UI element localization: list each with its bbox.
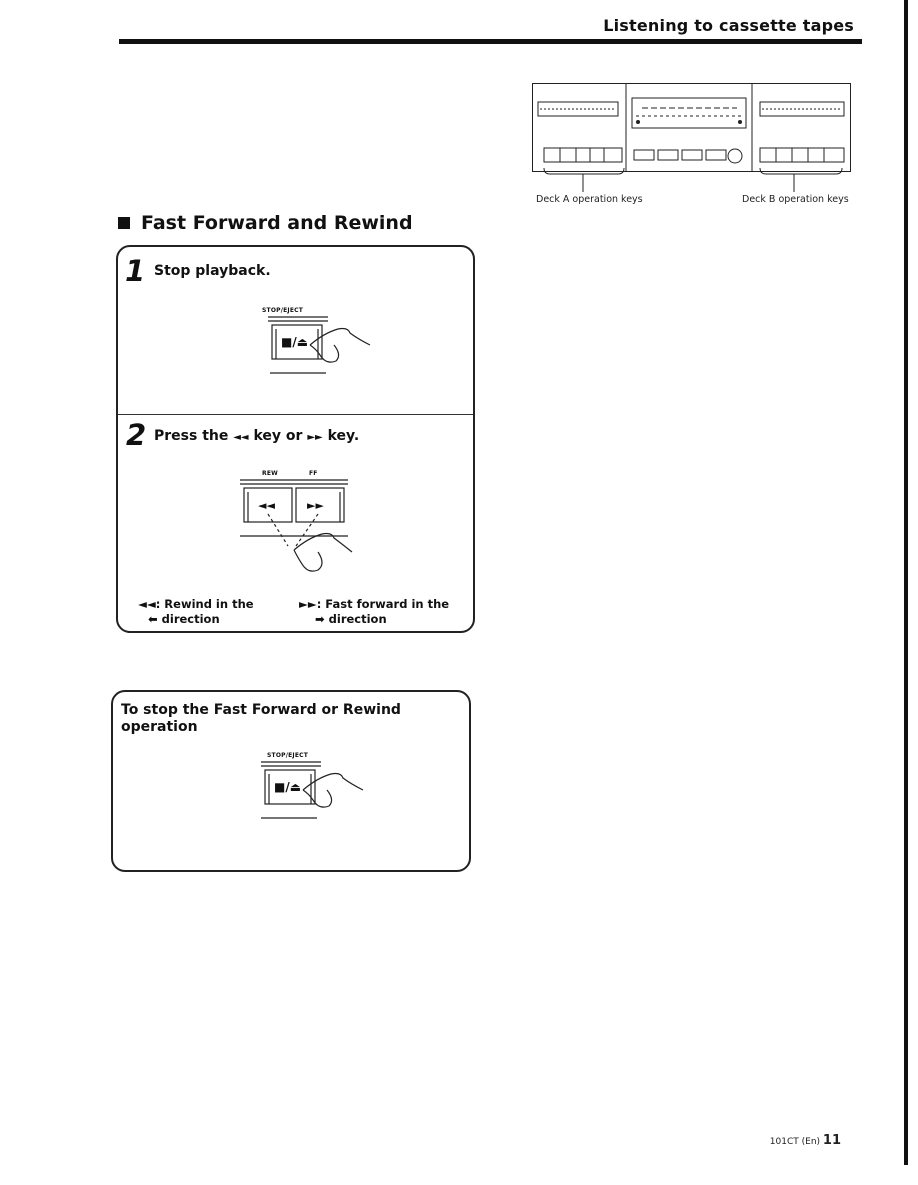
note-title: To stop the Fast Forward or Rewind opera…	[121, 702, 401, 735]
step-2-mid: key or	[253, 428, 303, 444]
stop-eject-key-illustration	[268, 316, 371, 374]
step-2-number: 2	[126, 418, 147, 452]
stop-eject-key-symbol: ■/⏏	[281, 335, 309, 349]
heading-square-bullet	[118, 217, 130, 229]
running-head: Listening to cassette tapes	[603, 16, 854, 35]
ff-caption: ►►: Fast forward in the ➡ direction	[299, 597, 449, 627]
step-1-number: 1	[125, 254, 146, 288]
rew-caption: ◄◄: Rewind in the ⬅ direction	[138, 597, 254, 627]
rew-caption-line2: ⬅ direction	[148, 612, 220, 626]
step-divider	[118, 414, 473, 415]
section-heading-text: Fast Forward and Rewind	[141, 212, 413, 234]
step-2-suffix: key.	[327, 428, 360, 444]
ff-caption-line2: ➡ direction	[315, 612, 387, 626]
steps-panel: 1 Stop playback. STOP/EJECT ■/⏏ 2 Press …	[116, 245, 475, 633]
section-heading: Fast Forward and Rewind	[118, 212, 413, 234]
note-stop-eject-key-label: STOP/EJECT	[267, 752, 309, 759]
note-stop-eject-key-illustration	[261, 761, 364, 819]
stop-operation-note-panel: To stop the Fast Forward or Rewind opera…	[111, 690, 471, 872]
page-number: 11	[822, 1133, 841, 1148]
footer-code: 101CT (En)	[769, 1137, 821, 1147]
ff-caption-line1: ►►: Fast forward in the	[299, 597, 450, 611]
step-1-instruction: Stop playback.	[154, 263, 271, 279]
page-edge-bar	[904, 0, 908, 1165]
rew-key-symbol: ◄◄	[258, 499, 275, 512]
step-2-instruction: Press the ◄◄ key or ►► key.	[154, 428, 359, 444]
deck-a-caption: Deck A operation keys	[536, 194, 643, 205]
page-footer: 101CT (En) 11	[770, 1133, 841, 1148]
rew-key-label: REW	[262, 470, 278, 477]
cassette-deck-illustration	[532, 83, 851, 192]
note-stop-eject-key-symbol: ■/⏏	[274, 780, 302, 794]
rew-ff-keys-illustration	[240, 479, 353, 572]
rew-symbol: ◄◄	[233, 432, 249, 443]
stop-eject-key-label: STOP/EJECT	[262, 307, 304, 314]
deck-b-caption: Deck B operation keys	[742, 194, 849, 205]
cassette-deck-figure: Deck A operation keys Deck B operation k…	[532, 80, 862, 214]
rew-caption-line1: ◄◄: Rewind in the	[138, 597, 254, 611]
ff-key-label: FF	[309, 470, 318, 477]
ff-key-symbol: ►►	[307, 499, 324, 512]
ff-symbol: ►►	[307, 432, 323, 443]
step-2-prefix: Press the	[154, 428, 229, 444]
header-rule	[119, 39, 862, 44]
